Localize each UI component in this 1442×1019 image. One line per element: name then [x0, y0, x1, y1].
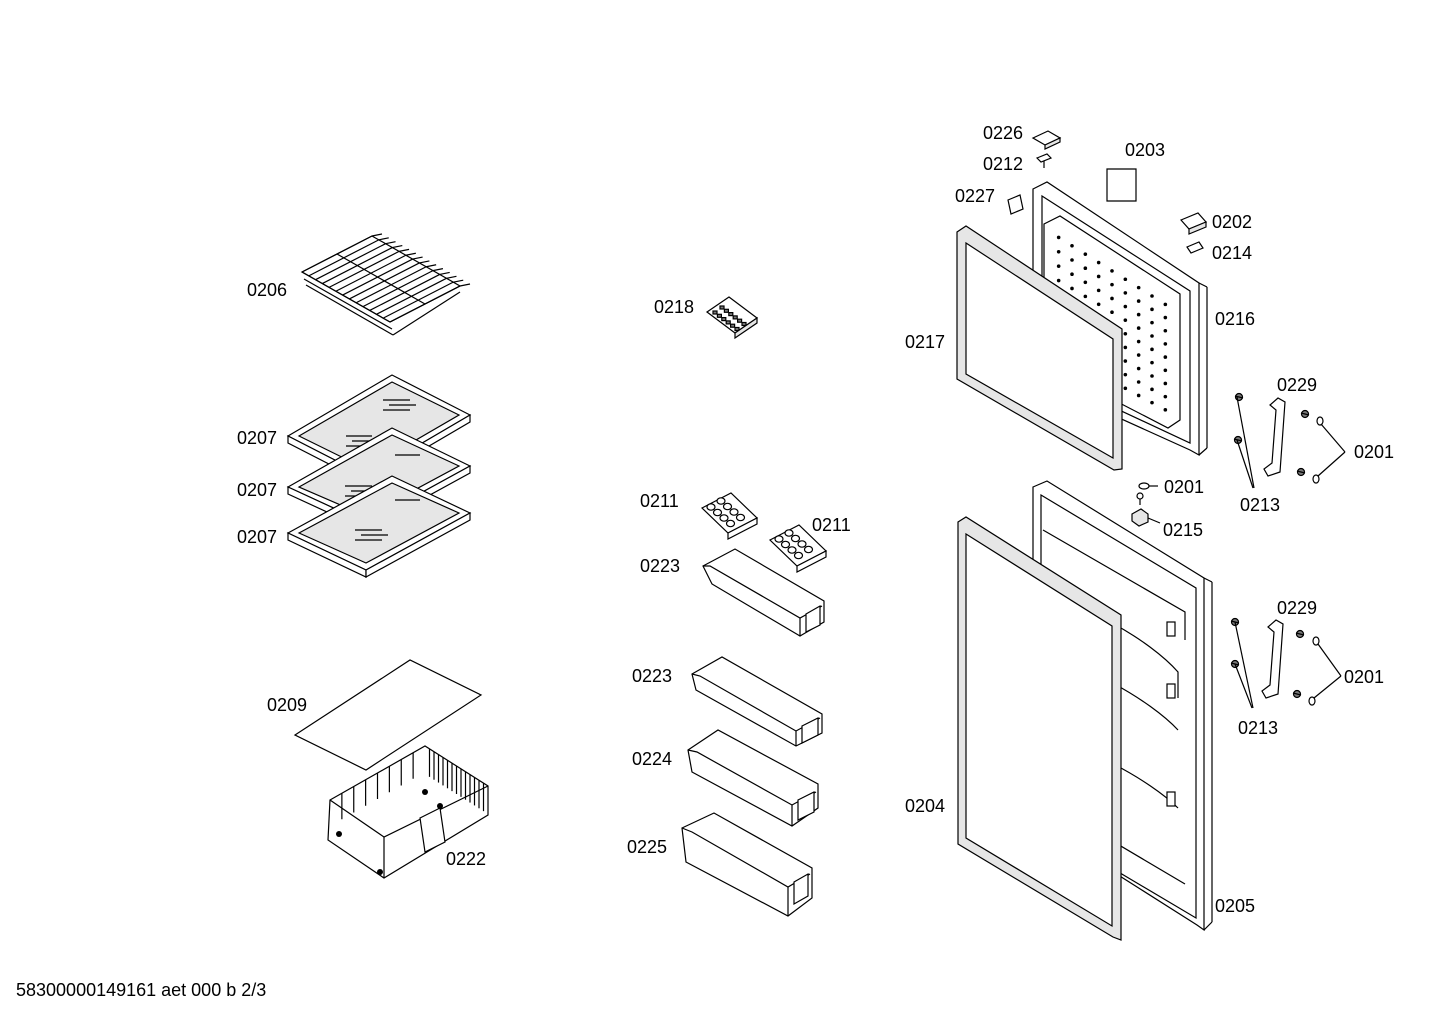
part-egg-tray-right[interactable]: [768, 524, 828, 573]
label-0211-right: 0211: [812, 515, 851, 535]
label-0201-middle: 0201: [1164, 477, 1204, 497]
label-0225: 0225: [627, 837, 667, 857]
part-screw-middle[interactable]: [1136, 492, 1144, 505]
label-0216: 0216: [1215, 309, 1255, 329]
part-hinge-cover-0226[interactable]: [1031, 130, 1062, 150]
part-handle-upper-0229[interactable]: [1263, 397, 1286, 477]
label-0223-middle: 0223: [632, 666, 672, 686]
part-door-rack-middle[interactable]: [691, 656, 823, 747]
label-0229-upper: 0229: [1277, 375, 1317, 395]
part-screws-lower-0213[interactable]: [1230, 617, 1305, 709]
label-0226: 0226: [983, 123, 1023, 143]
label-0203: 0203: [1125, 140, 1165, 160]
label-0229-lower: 0229: [1277, 598, 1317, 618]
part-door-rack-lower[interactable]: [687, 729, 819, 827]
part-bottle-rack[interactable]: [681, 812, 813, 917]
part-hinge-0214[interactable]: [1186, 241, 1204, 254]
part-handle-lower-0229[interactable]: [1261, 619, 1284, 699]
part-ice-tray[interactable]: [705, 296, 759, 340]
label-0207-top: 0207: [237, 428, 277, 448]
label-0205: 0205: [1215, 896, 1255, 916]
part-crisper-cover[interactable]: [293, 659, 483, 771]
part-pad-0227[interactable]: [1007, 194, 1024, 215]
part-cap-0201[interactable]: [1138, 482, 1158, 490]
part-egg-tray-left[interactable]: [700, 492, 759, 540]
label-0218: 0218: [654, 297, 694, 317]
part-door-rack-upper[interactable]: [702, 548, 825, 637]
label-0204: 0204: [905, 796, 945, 816]
document-code: 58300000149161 aet 000 b 2/3: [16, 980, 267, 1000]
label-0201-lower: 0201: [1344, 667, 1384, 687]
part-caps-upper-0201[interactable]: [1312, 416, 1346, 484]
label-0213-upper: 0213: [1240, 495, 1280, 515]
label-0224: 0224: [632, 749, 672, 769]
label-0209: 0209: [267, 695, 307, 715]
part-hinge-pin-0212[interactable]: [1035, 153, 1053, 168]
label-0227: 0227: [955, 186, 995, 206]
label-0215: 0215: [1163, 520, 1203, 540]
label-0212: 0212: [983, 154, 1023, 174]
label-0201-upper: 0201: [1354, 442, 1394, 462]
part-hinge-cover-0202[interactable]: [1179, 212, 1208, 235]
part-wire-shelf[interactable]: [300, 233, 471, 336]
part-caps-lower-0201[interactable]: [1308, 636, 1342, 706]
label-0223-upper: 0223: [640, 556, 680, 576]
label-0213-lower: 0213: [1238, 718, 1278, 738]
part-glass-shelf-bottom[interactable]: [286, 475, 472, 579]
label-0202: 0202: [1212, 212, 1252, 232]
label-0211-left: 0211: [640, 491, 679, 511]
label-0222: 0222: [446, 849, 486, 869]
part-label-0203[interactable]: [1106, 168, 1137, 202]
label-0207-bottom: 0207: [237, 527, 277, 547]
part-hinge-middle-0215[interactable]: [1131, 508, 1161, 527]
part-freezer-gasket[interactable]: [956, 225, 1123, 471]
part-fridge-gasket[interactable]: [957, 516, 1122, 941]
label-0207-middle: 0207: [237, 480, 277, 500]
label-0214: 0214: [1212, 243, 1252, 263]
part-screws-upper-0213[interactable]: [1233, 392, 1310, 489]
label-0217: 0217: [905, 332, 945, 352]
label-0206: 0206: [247, 280, 287, 300]
part-crisper-drawer[interactable]: [327, 745, 489, 879]
